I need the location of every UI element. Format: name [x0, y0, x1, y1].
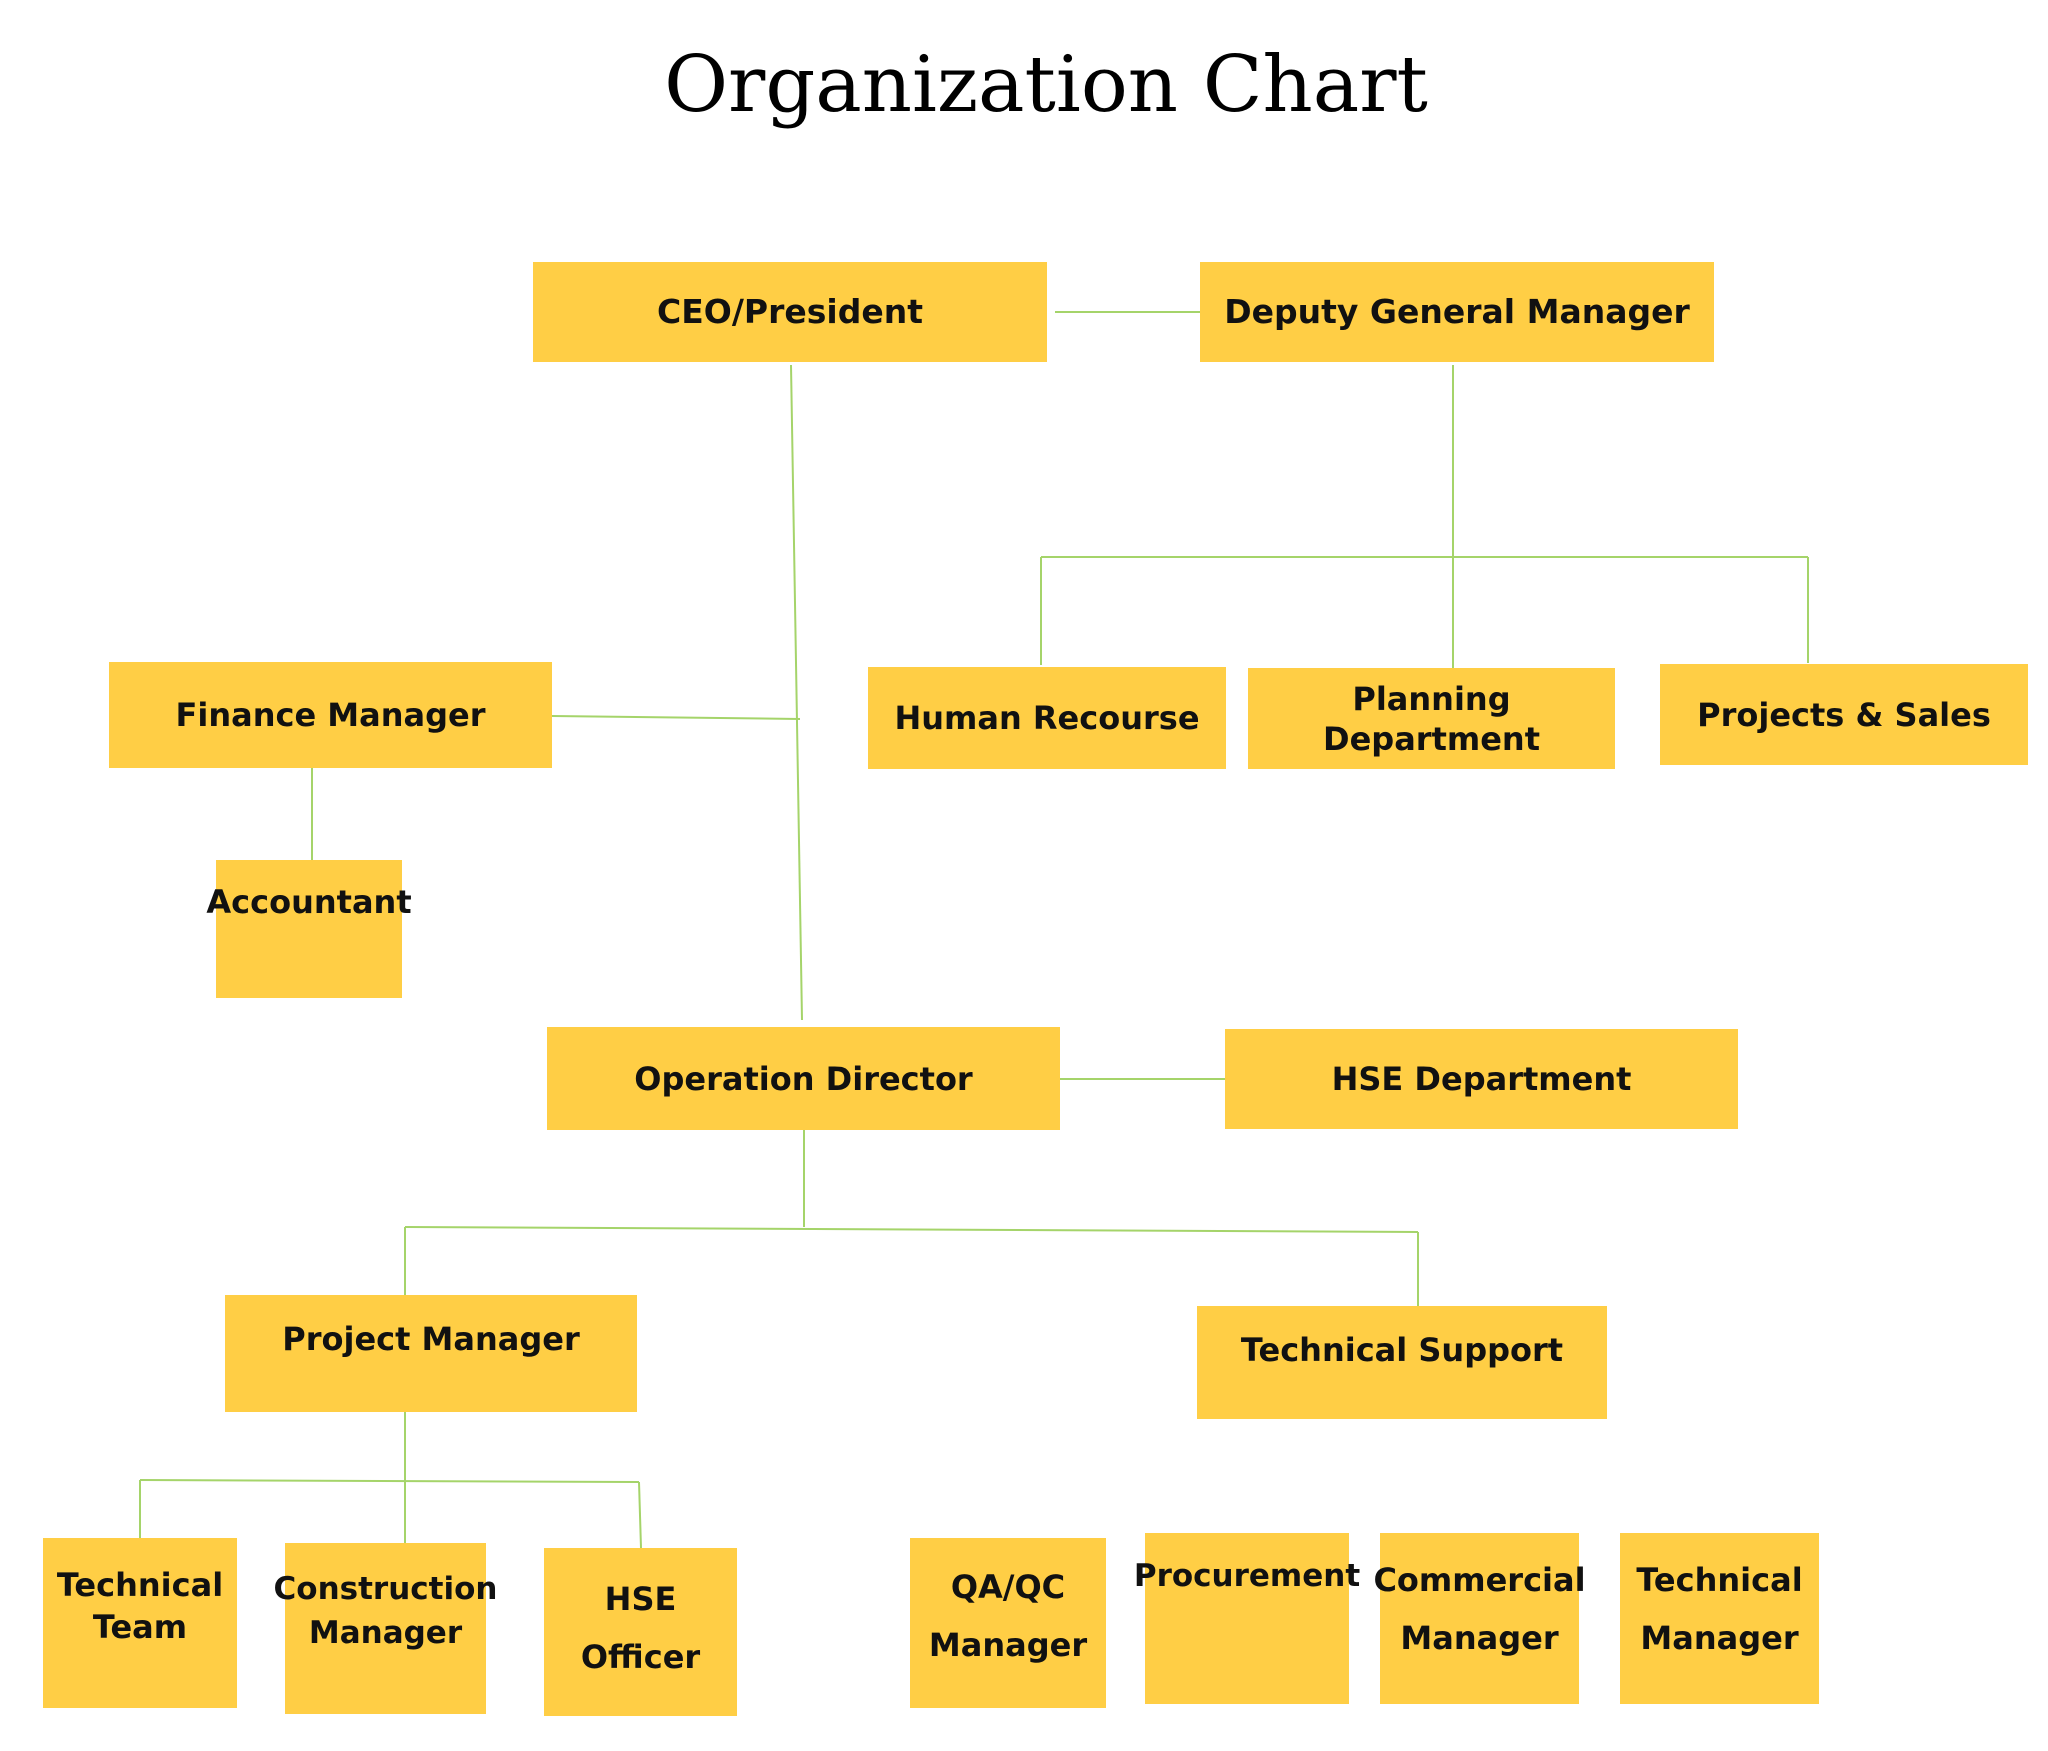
node-qa-qc-manager[interactable]: QA/QC Manager: [910, 1538, 1106, 1708]
node-label-line1: Commercial: [1373, 1561, 1586, 1599]
link-branch-hse-officer: [638, 1481, 642, 1549]
node-label-line2: Manager: [308, 1615, 463, 1651]
node-technical-manager[interactable]: Technical Manager: [1620, 1533, 1819, 1704]
node-label: Planning Department: [1323, 679, 1540, 758]
node-human-resource[interactable]: Human Recourse: [868, 667, 1226, 769]
node-label: Technical Support: [1240, 1331, 1564, 1369]
node-construction-manager[interactable]: Construction Manager: [274, 1543, 497, 1714]
chart-title: Organization Chart: [664, 40, 1428, 130]
node-projects-sales[interactable]: Projects & Sales: [1660, 664, 2028, 765]
node-label: Projects & Sales: [1697, 695, 1991, 734]
node-label-line1: HSE: [604, 1580, 677, 1618]
node-label-line1: Technical: [56, 1566, 224, 1604]
node-label: HSE Department: [1331, 1060, 1632, 1098]
node-label-line2: Manager: [1400, 1619, 1559, 1657]
link-ceo-operation-director: [790, 364, 803, 1021]
node-finance-manager[interactable]: Finance Manager: [109, 662, 552, 768]
node-project-manager[interactable]: Project Manager: [225, 1295, 637, 1412]
link-operation-branch-bar: [404, 1226, 1419, 1233]
link-finance-trunk: [551, 715, 801, 720]
node-planning-department[interactable]: Planning Department: [1248, 668, 1615, 769]
node-label: Operation Director: [634, 1059, 973, 1098]
node-ceo-president[interactable]: CEO/President: [533, 262, 1047, 362]
node-operation-director[interactable]: Operation Director: [547, 1027, 1060, 1130]
node-hse-department[interactable]: HSE Department: [1225, 1029, 1738, 1129]
node-label-line1: Technical: [1636, 1561, 1803, 1599]
node-label-line1: QA/QC: [950, 1568, 1066, 1606]
node-deputy-general-manager[interactable]: Deputy General Manager: [1200, 262, 1714, 362]
node-hse-officer[interactable]: HSE Officer: [544, 1548, 737, 1716]
node-label: Human Recourse: [894, 699, 1200, 737]
link-project-manager-branch-bar: [139, 1479, 640, 1483]
node-label-line1: Construction: [273, 1571, 498, 1607]
node-commercial-manager[interactable]: Commercial Manager: [1373, 1533, 1586, 1704]
node-technical-support[interactable]: Technical Support: [1197, 1306, 1607, 1419]
node-label-line2: Manager: [928, 1626, 1088, 1664]
node-label: Finance Manager: [175, 696, 486, 734]
node-label: Project Manager: [282, 1320, 580, 1358]
node-label-line2: Team: [92, 1608, 188, 1646]
node-label: Procurement: [1133, 1558, 1361, 1594]
node-accountant[interactable]: Accountant: [206, 860, 412, 998]
node-label: Accountant: [206, 883, 412, 921]
node-label-line2: Officer: [580, 1638, 701, 1676]
node-label-line2: Manager: [1640, 1619, 1799, 1657]
node-technical-team[interactable]: Technical Team: [43, 1538, 237, 1708]
node-procurement[interactable]: Procurement: [1134, 1533, 1360, 1704]
node-label: Deputy General Manager: [1224, 292, 1690, 332]
node-label: CEO/President: [657, 292, 923, 332]
